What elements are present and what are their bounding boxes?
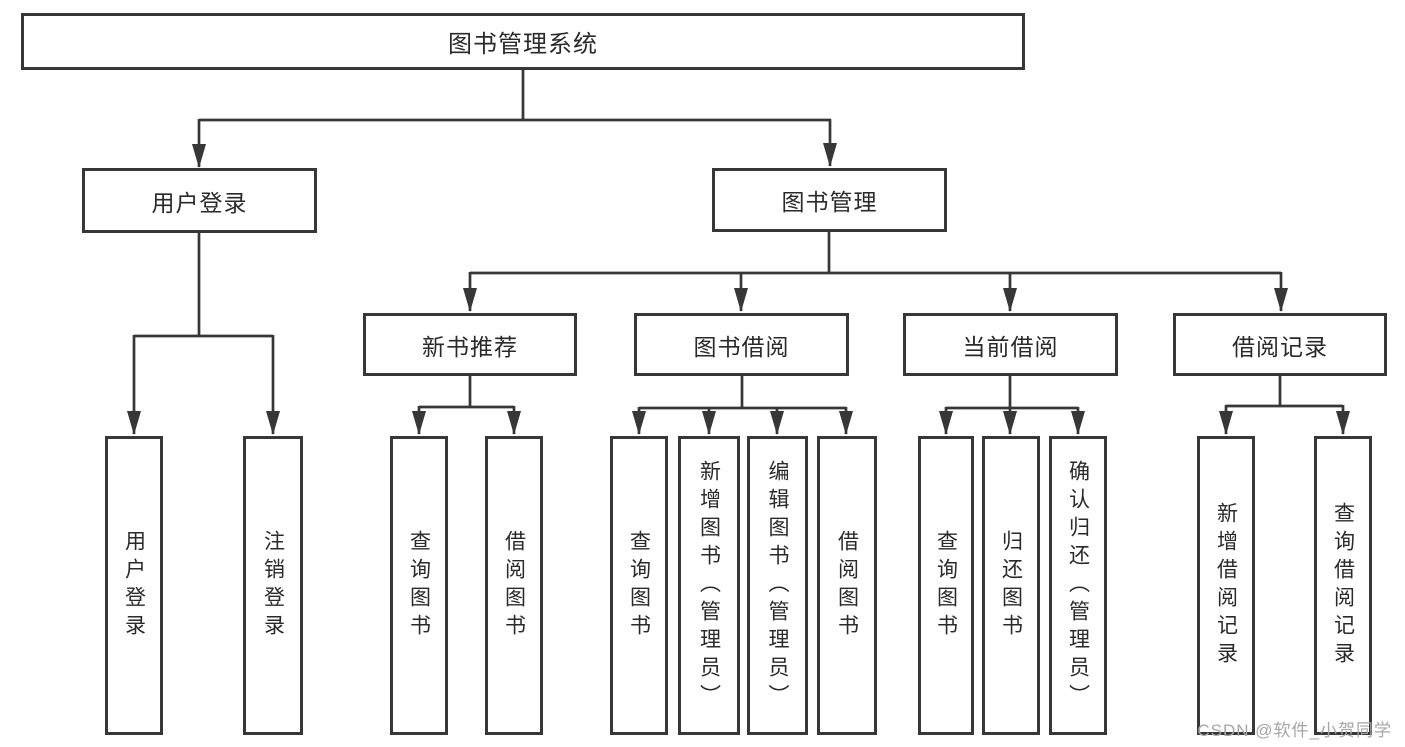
node-label: 查询借阅记录 <box>1331 501 1355 670</box>
leaf-query-borrow-record: 查询借阅记录 <box>1314 436 1372 735</box>
node-label: 归还图书 <box>999 529 1023 642</box>
node-book-management: 图书管理 <box>712 168 947 232</box>
node-label: 查询图书 <box>407 529 431 642</box>
node-label: 查询图书 <box>934 529 958 642</box>
node-label: 确认归还（管理员） <box>1066 459 1090 712</box>
node-library-management-system: 图书管理系统 <box>21 13 1025 70</box>
leaf-borrow-books-recommend: 借阅图书 <box>485 436 543 735</box>
node-borrowing-records: 借阅记录 <box>1173 313 1387 376</box>
leaf-query-books-borrowing: 查询图书 <box>610 436 668 735</box>
leaf-query-books-current: 查询图书 <box>918 436 974 735</box>
leaf-borrow-books-borrowing: 借阅图书 <box>817 436 877 735</box>
leaf-edit-books-admin: 编辑图书（管理员） <box>747 436 808 735</box>
leaf-user-login: 用户登录 <box>105 436 163 735</box>
leaf-add-books-admin: 新增图书（管理员） <box>678 436 740 735</box>
node-new-book-recommendation: 新书推荐 <box>363 313 577 376</box>
node-label: 新增图书（管理员） <box>697 459 721 712</box>
node-label: 编辑图书（管理员） <box>766 459 790 712</box>
leaf-add-borrow-record: 新增借阅记录 <box>1197 436 1255 735</box>
node-label: 新增借阅记录 <box>1214 501 1238 670</box>
watermark: CSDN @软件_小贺同学 <box>1197 721 1392 740</box>
node-label: 查询图书 <box>627 529 651 642</box>
node-current-borrowing: 当前借阅 <box>903 313 1118 376</box>
leaf-query-books-recommend: 查询图书 <box>390 436 448 735</box>
leaf-confirm-return-admin: 确认归还（管理员） <box>1049 436 1107 735</box>
node-label: 借阅图书 <box>835 529 859 642</box>
node-book-borrowing: 图书借阅 <box>634 313 849 376</box>
leaf-return-books: 归还图书 <box>982 436 1040 735</box>
leaf-logout: 注销登录 <box>243 436 303 735</box>
node-label: 用户登录 <box>122 529 146 642</box>
node-label: 借阅图书 <box>502 529 526 642</box>
node-user-login: 用户登录 <box>82 168 317 233</box>
node-label: 注销登录 <box>261 529 285 642</box>
